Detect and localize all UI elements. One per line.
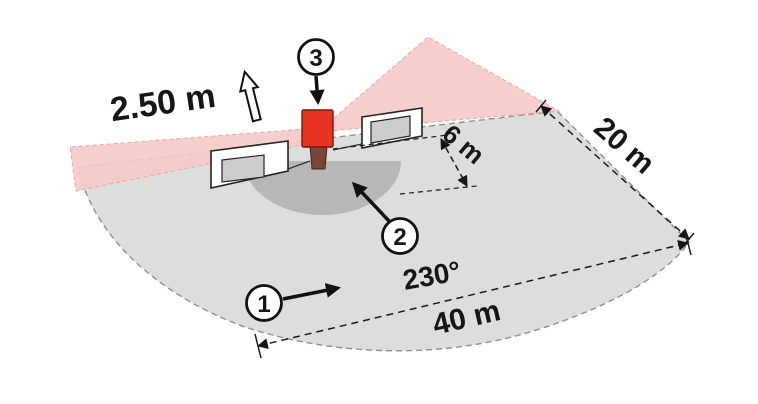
wall-line-left bbox=[287, 160, 311, 170]
callout-2: 2 bbox=[351, 181, 419, 255]
callout-2-arrow-icon bbox=[351, 181, 391, 223]
sensor-body bbox=[301, 109, 334, 148]
height-arrow-icon bbox=[239, 69, 262, 123]
callout-1-circle bbox=[245, 284, 283, 322]
callout-1-number: 1 bbox=[257, 291, 270, 318]
callout-2-circle bbox=[381, 217, 419, 255]
callout-3-number: 3 bbox=[309, 45, 322, 72]
dim-6m-leader-bottom bbox=[399, 185, 478, 195]
dim-40m-line bbox=[256, 239, 690, 350]
callout-1-arrow-icon bbox=[282, 282, 341, 301]
dim-20m-line bbox=[540, 105, 690, 240]
beam-right-shape bbox=[316, 36, 561, 133]
callout-3-arrow-icon bbox=[309, 75, 325, 105]
dim-6m-leader-top bbox=[332, 134, 449, 150]
near-zone-shape bbox=[244, 161, 401, 215]
callout-3: 3 bbox=[297, 38, 335, 105]
dim-6m-line bbox=[440, 138, 468, 187]
height-label: 2.50 m bbox=[108, 77, 218, 129]
panel-right-window bbox=[370, 115, 411, 144]
callout-3-circle bbox=[297, 38, 335, 76]
sensor-mount bbox=[309, 145, 328, 170]
panel-left-window bbox=[221, 154, 265, 183]
callout-2-number: 2 bbox=[393, 224, 406, 251]
callout-1: 1 bbox=[245, 282, 341, 322]
